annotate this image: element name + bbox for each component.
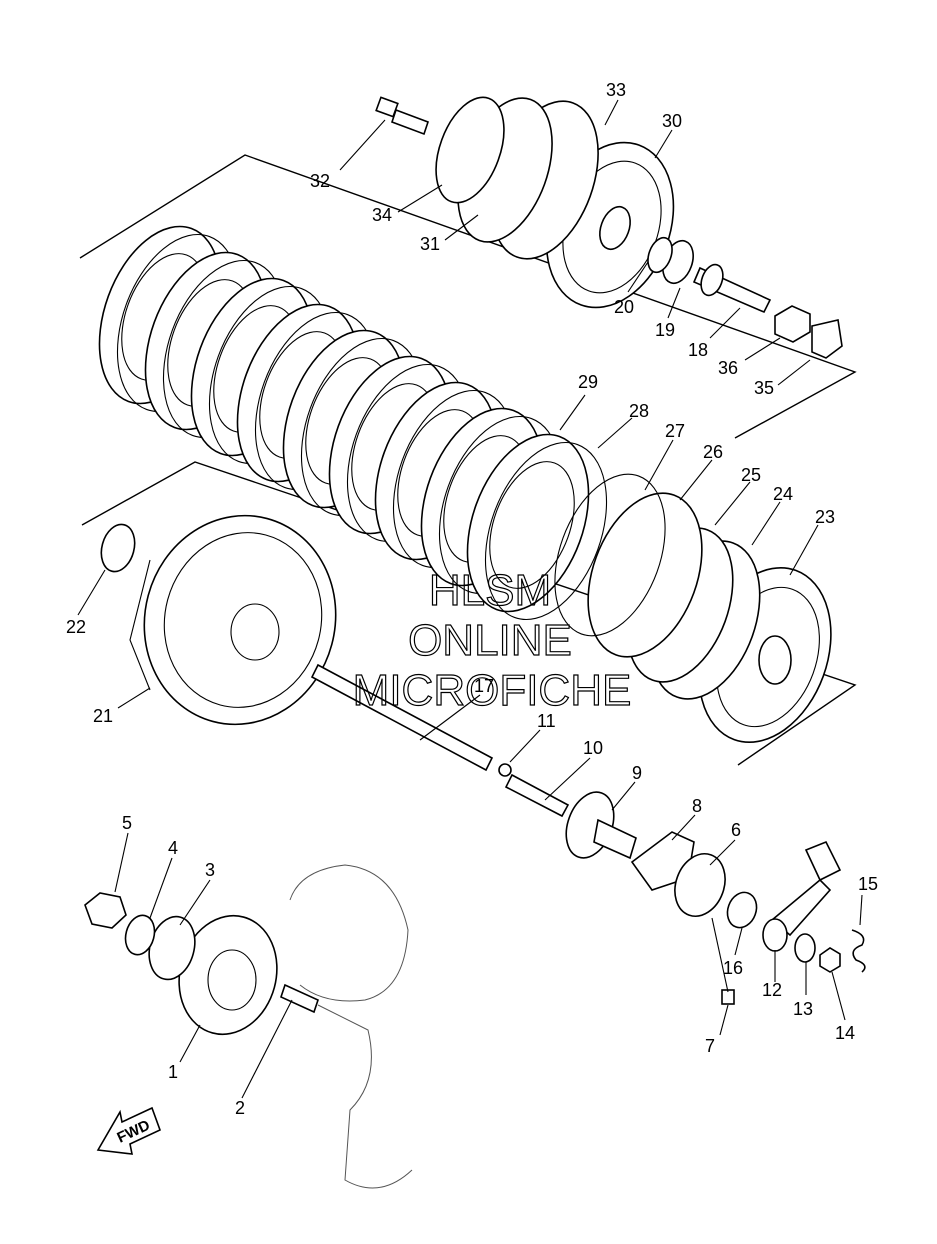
- callout-5: 5: [122, 813, 132, 833]
- callout-28: 28: [629, 401, 649, 421]
- nut-36: [774, 305, 811, 343]
- woodruff-key: [280, 983, 319, 1014]
- lock-washer-4: [124, 914, 156, 956]
- callout-20: 20: [614, 297, 634, 317]
- watermark-line-2: ONLINE: [408, 616, 572, 665]
- callout-32: 32: [310, 171, 330, 191]
- callout-13: 13: [793, 999, 813, 1019]
- clutch-lever: [762, 840, 842, 952]
- lock-washer-35: [811, 319, 843, 359]
- callout-4: 4: [168, 838, 178, 858]
- callout-11: 11: [537, 711, 556, 731]
- bearing-16: [726, 891, 758, 929]
- return-spring: [851, 929, 866, 973]
- callout-labels: 1 2 3 4 5 6 7 8 9 10 11 12 13 14 15 16 1…: [66, 80, 878, 1118]
- steel-plate: [484, 441, 608, 621]
- callout-7: 7: [705, 1036, 715, 1056]
- plate-inner-edge: [489, 461, 575, 589]
- callout-36: 36: [718, 358, 738, 378]
- dowel-pin: [721, 989, 735, 1005]
- nut-5: [84, 892, 127, 929]
- callout-6: 6: [731, 820, 741, 840]
- push-rod-17: [310, 663, 494, 772]
- ball: [498, 763, 512, 777]
- callout-19: 19: [655, 320, 675, 340]
- callout-29: 29: [578, 372, 598, 392]
- friction-plate: [466, 433, 590, 613]
- callout-17: 17: [474, 676, 494, 696]
- watermark: HLSM ONLINE MICROFICHE: [352, 565, 632, 715]
- callout-25: 25: [741, 465, 761, 485]
- nut-14: [819, 947, 841, 973]
- bolt: [375, 96, 430, 136]
- leader-lines: [77, 99, 863, 1099]
- callout-3: 3: [205, 860, 215, 880]
- watermark-line-1: HLSM: [429, 566, 551, 615]
- callout-27: 27: [665, 421, 685, 441]
- callout-30: 30: [662, 111, 682, 131]
- oil-seal: [674, 853, 726, 917]
- callout-14: 14: [835, 1023, 855, 1043]
- callout-1: 1: [168, 1062, 178, 1082]
- callout-12: 12: [762, 980, 782, 1000]
- thrust-washer: [100, 523, 136, 573]
- callout-21: 21: [93, 706, 113, 726]
- push-rod-10: [504, 773, 570, 818]
- forward-arrow: FWD: [96, 1106, 162, 1155]
- callout-26: 26: [703, 442, 723, 462]
- wire-ring-27: [554, 473, 666, 637]
- push-lever: [565, 791, 637, 860]
- callout-8: 8: [692, 796, 702, 816]
- clutch-housing: [129, 514, 337, 726]
- callout-35: 35: [754, 378, 774, 398]
- callout-34: 34: [372, 205, 392, 225]
- callout-16: 16: [723, 958, 743, 978]
- callout-24: 24: [773, 484, 793, 504]
- washer-20: [647, 236, 673, 274]
- watermark-line-3: MICROFICHE: [353, 666, 632, 715]
- callout-15: 15: [858, 874, 878, 894]
- crankshaft-outline: [289, 864, 413, 1189]
- callout-33: 33: [606, 80, 626, 100]
- callout-9: 9: [632, 763, 642, 783]
- plate-26: [587, 492, 703, 658]
- callout-2: 2: [235, 1098, 245, 1118]
- washer-13: [794, 933, 816, 963]
- callout-18: 18: [688, 340, 708, 360]
- clutch-plates-stack: [98, 225, 608, 621]
- retaining-ring: [435, 96, 505, 204]
- callout-31: 31: [420, 234, 440, 254]
- callout-10: 10: [583, 738, 603, 758]
- callout-22: 22: [66, 617, 86, 637]
- callout-23: 23: [815, 507, 835, 527]
